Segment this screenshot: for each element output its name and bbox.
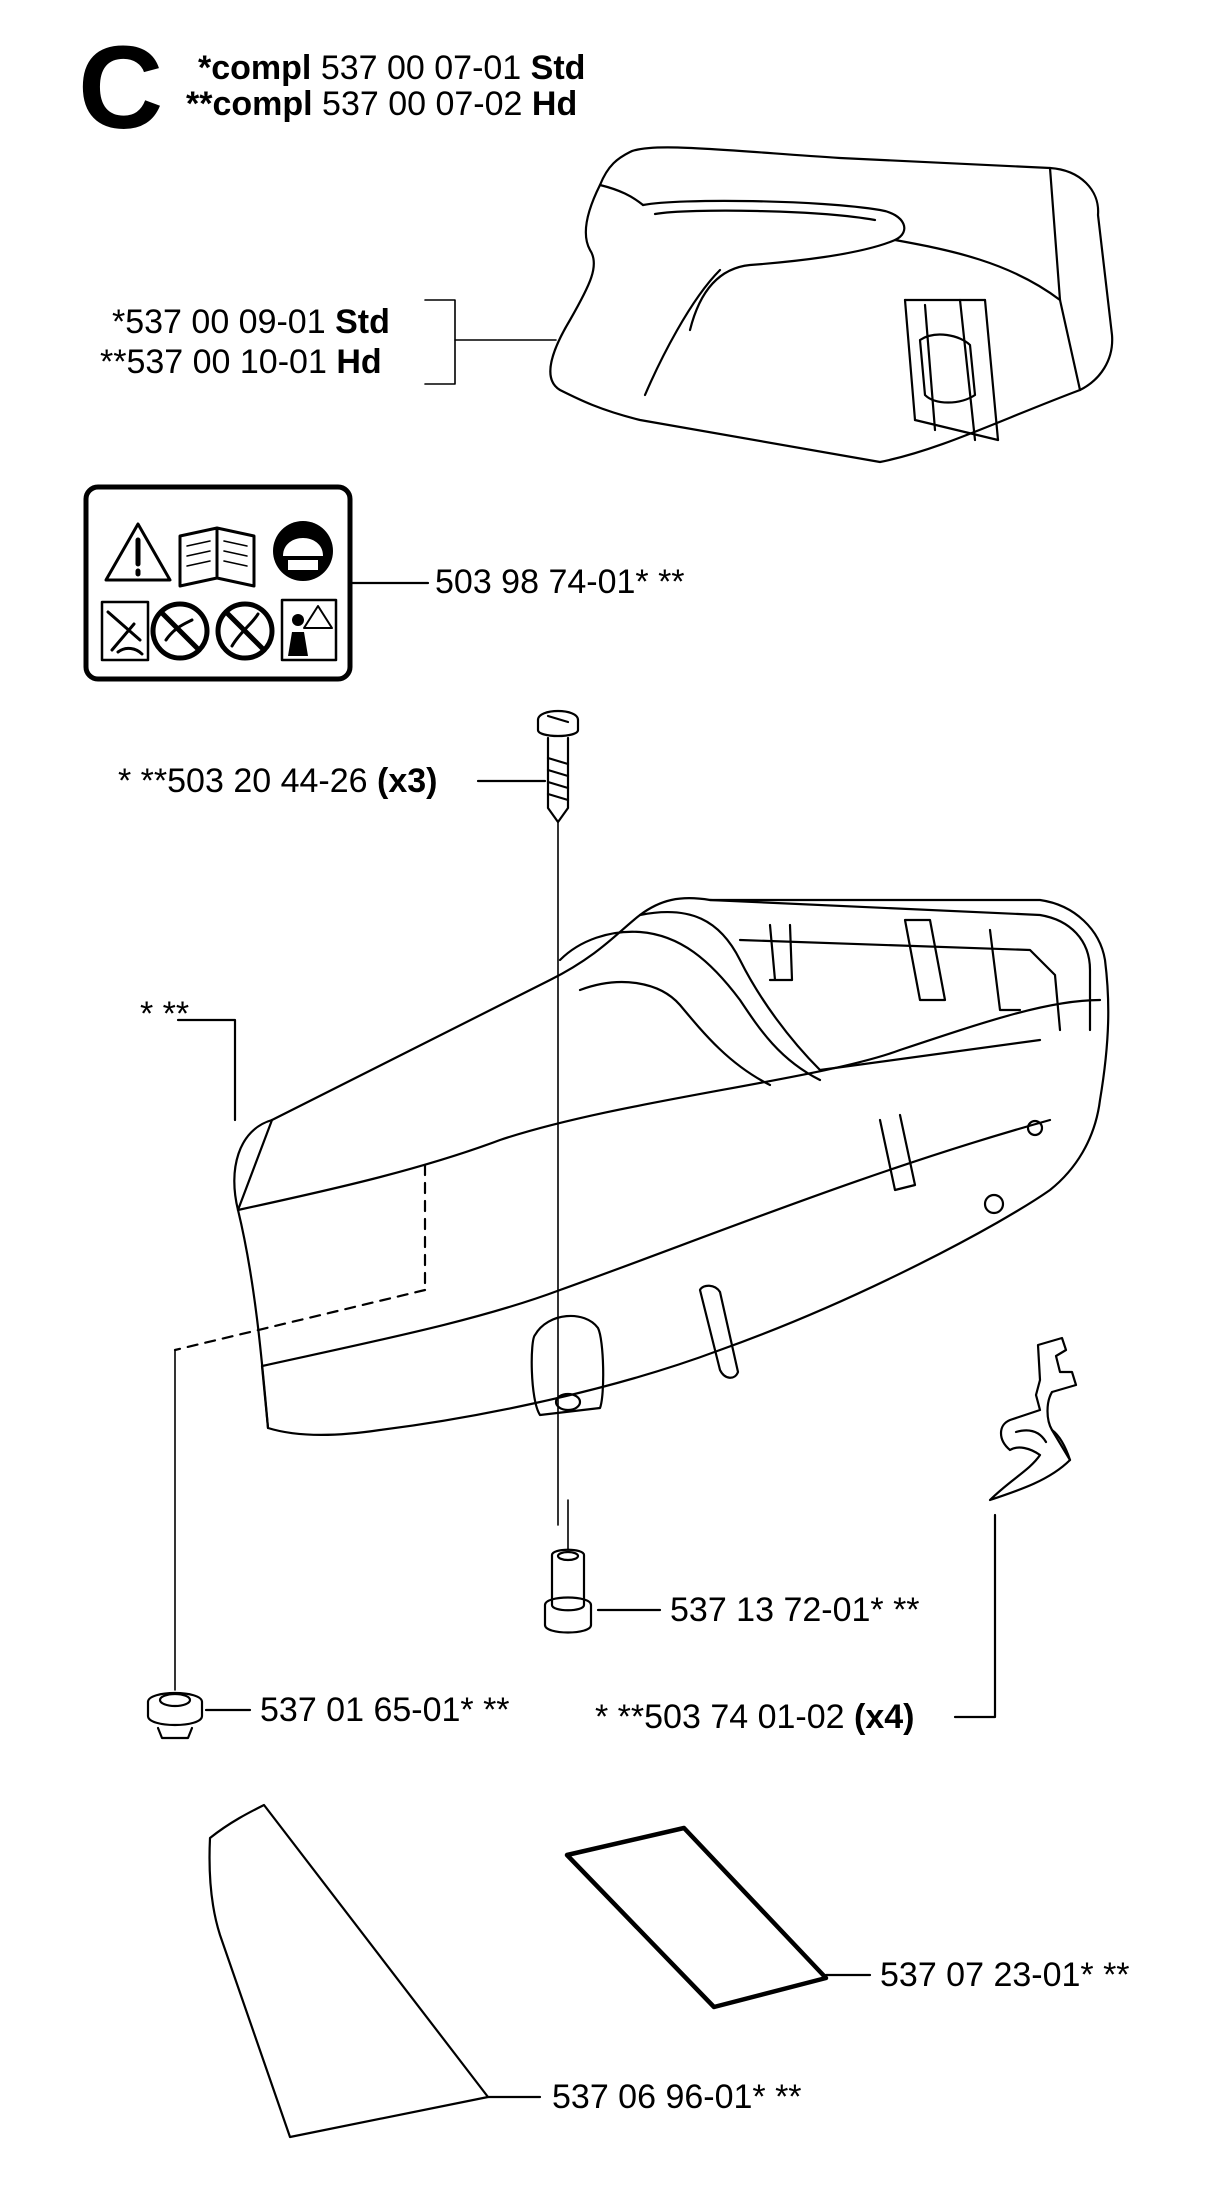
part-number: *537 00 09-01 bbox=[112, 303, 326, 341]
grommet-part bbox=[146, 1692, 204, 1740]
cover-std-label: *537 00 09-01 Std bbox=[112, 303, 390, 341]
part-variant: Std bbox=[335, 303, 390, 341]
header-line-std: *compl 537 00 07-01 Std bbox=[198, 50, 585, 86]
helmet-protection-icon bbox=[273, 521, 333, 581]
header-prefix: *compl bbox=[198, 49, 312, 87]
rectangular-pad-label: 537 07 23-01* ** bbox=[880, 1956, 1130, 1994]
part-number: * **503 74 01-02 bbox=[595, 1698, 845, 1736]
screw-label: * **503 20 44-26 (x3) bbox=[118, 762, 437, 800]
operator-warning-icon bbox=[280, 598, 338, 662]
housing-label: * ** bbox=[140, 995, 190, 1033]
no-hands-cut-icon bbox=[100, 600, 150, 662]
clip-label: * **503 74 01-02 (x4) bbox=[595, 1698, 914, 1736]
part-quantity: (x3) bbox=[377, 762, 438, 800]
top-cover-part bbox=[549, 146, 1114, 464]
main-housing-part bbox=[173, 897, 1110, 1437]
part-number: **537 00 10-01 bbox=[100, 343, 327, 381]
clip-part bbox=[988, 1336, 1078, 1502]
warning-decal-part bbox=[83, 484, 353, 682]
header-number: 537 00 07-02 bbox=[322, 85, 523, 123]
spacer-label: 537 13 72-01* ** bbox=[670, 1591, 920, 1629]
section-letter: C bbox=[78, 22, 164, 154]
part-number: * **503 20 44-26 bbox=[118, 762, 368, 800]
no-cutting-prohibited-icon bbox=[150, 601, 210, 661]
header-suffix: Std bbox=[530, 49, 586, 87]
warning-triangle-icon bbox=[104, 522, 172, 582]
part-quantity: (x4) bbox=[854, 1698, 915, 1736]
triangular-pad-part bbox=[208, 1803, 490, 2139]
rectangular-pad-part bbox=[564, 1825, 829, 2010]
header-suffix: Hd bbox=[531, 85, 578, 123]
cover-hd-label: **537 00 10-01 Hd bbox=[100, 343, 382, 381]
header-prefix: **compl bbox=[186, 85, 313, 123]
grommet-label: 537 01 65-01* ** bbox=[260, 1691, 510, 1729]
part-variant: Hd bbox=[336, 343, 382, 381]
header-line-hd: **compl 537 00 07-02 Hd bbox=[186, 86, 577, 122]
decal-label: 503 98 74-01* ** bbox=[435, 563, 685, 601]
spacer-part bbox=[543, 1499, 593, 1634]
triangular-pad-label: 537 06 96-01* ** bbox=[552, 2078, 802, 2116]
header-number: 537 00 07-01 bbox=[320, 49, 522, 87]
screw-part bbox=[536, 709, 580, 824]
no-branch-prohibited-icon bbox=[215, 601, 275, 661]
manual-book-icon bbox=[178, 526, 256, 588]
